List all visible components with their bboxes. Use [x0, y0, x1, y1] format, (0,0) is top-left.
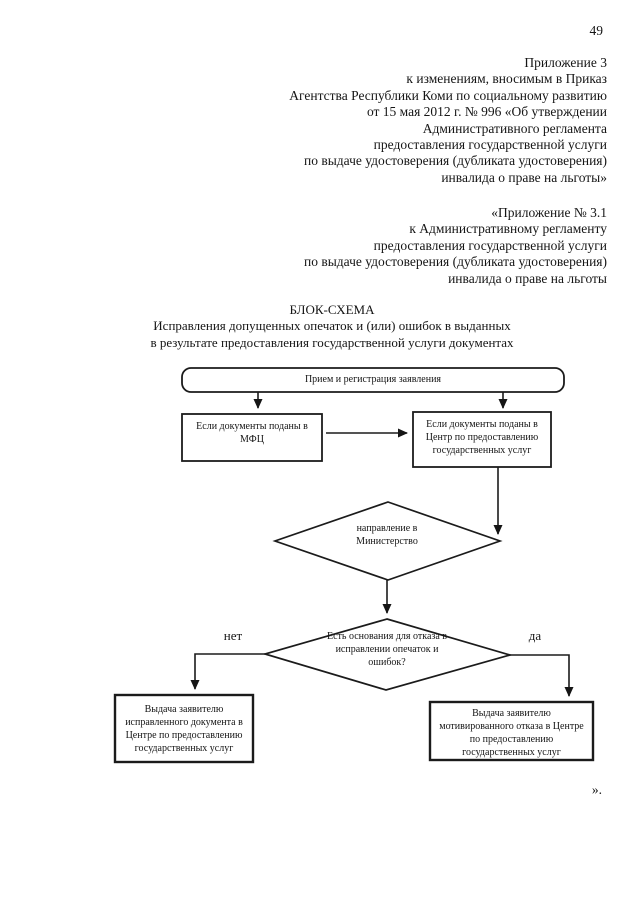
header-line: по выдаче удостоверения (дубликата удост…	[303, 153, 607, 169]
header-line: по выдаче удостоверения (дубликата удост…	[303, 254, 607, 270]
appendix-3-header: Приложение 3 к изменениям, вносимым в Пр…	[0, 55, 607, 186]
ministry-decision-shape	[272, 501, 503, 581]
corrected-box-label: Выдача заявителю исправленного документа…	[118, 703, 250, 755]
refusal-box-shape	[428, 700, 595, 762]
start-node-shape	[181, 367, 565, 393]
header-line: от 15 мая 2012 г. № 996 «Об утверждении	[366, 104, 607, 120]
refusal-decision-line: исправлении опечаток и	[335, 644, 439, 655]
refusal-box-label: Выдача заявителю мотивированного отказа …	[433, 707, 590, 759]
refusal-decision-line: ошибок?	[368, 657, 406, 668]
header-line: Приложение 3	[524, 55, 607, 70]
header-line: Административного регламента	[422, 120, 607, 136]
refusal-decision-line: Есть основания для отказа в	[326, 631, 448, 642]
center-box-shape	[412, 411, 552, 468]
center-box-line: Если документы поданы в	[426, 419, 538, 430]
appendix-3-1-header: «Приложение № 3.1 к Административному ре…	[0, 205, 607, 287]
start-node-line: Прием и регистрация заявления	[304, 374, 442, 385]
header-line: к Административному регламенту	[409, 221, 607, 237]
mfc-box-line: МФЦ	[240, 434, 264, 445]
header-line: инвалида о праве на льготы»	[441, 169, 607, 185]
refusal-box-line: мотивированного отказа в Центре	[439, 721, 584, 732]
closing-quote-mark: ».	[591, 782, 602, 797]
corrected-box-line: исправленного документа в	[125, 717, 243, 728]
header-line: инвалида о праве на льготы	[448, 270, 607, 286]
yes-branch-label: да	[528, 628, 542, 643]
corrected-box-line: государственных услуг	[134, 743, 234, 754]
corrected-box-line: Выдача заявителю	[144, 704, 224, 715]
header-line: «Приложение № 3.1	[491, 205, 607, 220]
header-line: предоставления государственной услуги	[373, 137, 607, 153]
center-box-line: государственных услуг	[432, 445, 532, 456]
header-line: к изменениям, вносимым в Приказ	[406, 71, 607, 87]
mfc-box-shape	[181, 413, 323, 462]
flowchart-subtitle-line: Исправления допущенных опечаток и (или) …	[153, 318, 511, 334]
ministry-decision-line: Министерство	[356, 536, 418, 547]
header-line: Агентства Республики Коми по социальному…	[289, 87, 607, 103]
flowchart-subtitle-line: в результате предоставления государствен…	[150, 334, 514, 350]
start-node-label: Прием и регистрация заявления	[182, 373, 564, 386]
flowchart-title-block: БЛОК-СХЕМА Исправления допущенных опечат…	[26, 302, 638, 351]
no-branch-label: нет	[223, 628, 243, 643]
flowchart-title: БЛОК-СХЕМА	[289, 302, 375, 317]
page-number: 49	[589, 23, 604, 38]
ministry-decision-label: направление в Министерство	[330, 522, 444, 548]
ministry-decision-line: направление в	[356, 523, 418, 534]
mfc-box-line: Если документы поданы в	[196, 421, 308, 432]
corrected-box-shape	[113, 693, 255, 764]
header-line: предоставления государственной услуги	[373, 237, 607, 253]
arrow-no-branch	[190, 653, 265, 690]
center-box-line: Центр по предоставлению	[425, 432, 539, 443]
mfc-box-label: Если документы поданы в МФЦ	[184, 420, 320, 446]
refusal-box-line: по предоставлению	[469, 734, 554, 745]
arrow-yes-branch	[510, 654, 574, 697]
refusal-box-line: Выдача заявителю	[472, 708, 551, 719]
center-box-label: Если документы поданы в Центр по предост…	[415, 418, 549, 457]
refusal-decision-shape	[261, 618, 514, 691]
refusal-decision-label: Есть основания для отказа в исправлении …	[307, 630, 467, 669]
corrected-box-line: Центре по предоставлению	[125, 730, 243, 741]
refusal-box-line: государственных услуг	[462, 747, 561, 758]
